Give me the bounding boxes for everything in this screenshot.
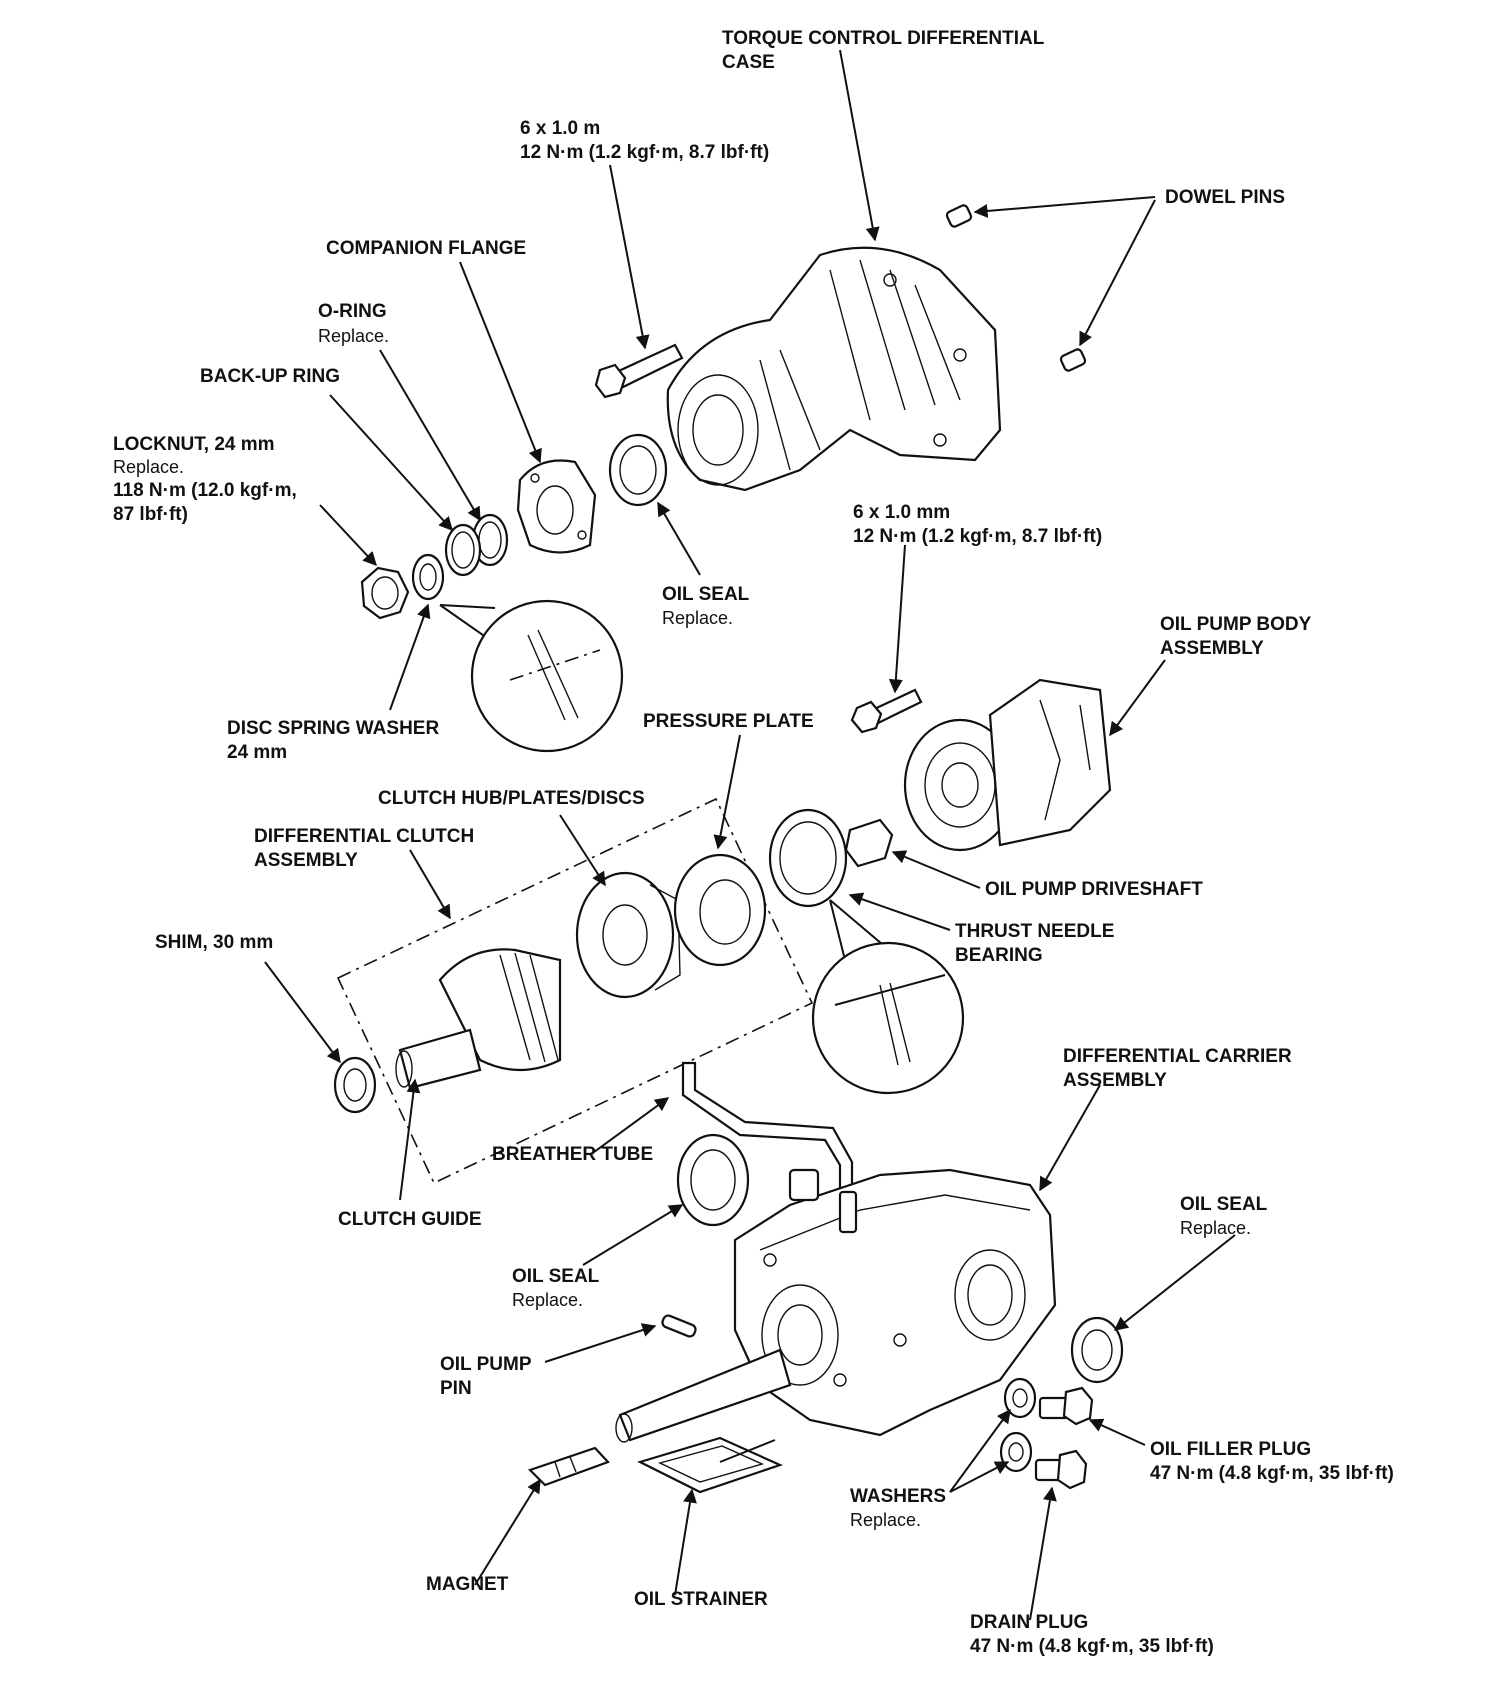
- bolt-6x1-top: [594, 343, 684, 399]
- label-torque-case-2: CASE: [722, 52, 775, 73]
- pressure-plate: [673, 853, 767, 967]
- oil-pump-body-assembly: [903, 678, 1112, 852]
- clutch-hub-plates-discs: [575, 871, 681, 999]
- disc-spring-inset: [439, 599, 624, 753]
- label-backup-ring: BACK-UP RING: [200, 366, 340, 387]
- washers: [999, 1377, 1037, 1473]
- oil-seal-right: [1070, 1316, 1124, 1384]
- label-magnet: MAGNET: [426, 1574, 509, 1595]
- label-oil-filler-torque: 47 N·m (4.8 kgf·m, 35 lbf·ft): [1150, 1463, 1394, 1484]
- label-oil-filler-plug: OIL FILLER PLUG: [1150, 1439, 1311, 1460]
- label-oil-pump-pin-1: OIL PUMP: [440, 1354, 532, 1375]
- label-torque-case-1: TORQUE CONTROL DIFFERENTIAL: [722, 28, 1045, 49]
- clutch-guide: [395, 948, 562, 1090]
- label-diff-carrier-1: DIFFERENTIAL CARRIER: [1063, 1046, 1292, 1067]
- back-up-ring: [444, 523, 482, 577]
- oil-pump-driveshaft: [844, 818, 894, 868]
- label-oil-seal-left: OIL SEAL: [512, 1266, 600, 1287]
- label-oil-seal-top-note: Replace.: [662, 608, 733, 628]
- label-oil-pump-body-2: ASSEMBLY: [1160, 638, 1264, 659]
- label-oil-pump-body-1: OIL PUMP BODY: [1160, 614, 1312, 635]
- leader-lines: [264, 49, 1236, 1621]
- label-breather-tube: BREATHER TUBE: [492, 1144, 653, 1165]
- label-oil-pump-pin-2: PIN: [440, 1378, 472, 1399]
- label-diff-clutch-2: ASSEMBLY: [254, 850, 358, 871]
- oil-filler-plug: [1038, 1386, 1094, 1426]
- label-oil-seal-right-note: Replace.: [1180, 1218, 1251, 1238]
- oil-seal-left: [676, 1133, 750, 1227]
- label-drain-plug-torque: 47 N·m (4.8 kgf·m, 35 lbf·ft): [970, 1636, 1214, 1657]
- label-oil-seal-left-note: Replace.: [512, 1290, 583, 1310]
- label-disc-spring-2: 24 mm: [227, 742, 287, 763]
- bolt-6x1-middle: [850, 688, 923, 734]
- label-o-ring-note: Replace.: [318, 326, 389, 346]
- magnet: [527, 1446, 610, 1487]
- differential-carrier-assembly: [615, 1168, 1057, 1443]
- label-dowel-pins: DOWEL PINS: [1165, 187, 1285, 208]
- label-bolt2-size: 6 x 1.0 mm: [853, 502, 950, 523]
- shim-30mm: [333, 1056, 377, 1114]
- label-o-ring: O-RING: [318, 301, 387, 322]
- thrust-bearing-inset: [811, 899, 965, 1095]
- label-clutch-guide: CLUTCH GUIDE: [338, 1209, 482, 1230]
- oil-strainer: [637, 1436, 784, 1494]
- thrust-needle-bearing: [768, 808, 848, 908]
- label-oil-seal-right: OIL SEAL: [1180, 1194, 1268, 1215]
- label-locknut-note: Replace.: [113, 457, 184, 477]
- label-shim: SHIM, 30 mm: [155, 932, 273, 953]
- label-thrust-1: THRUST NEEDLE: [955, 921, 1114, 942]
- dowel-pins: [945, 204, 1087, 372]
- label-washers: WASHERS: [850, 1486, 946, 1507]
- label-locknut: LOCKNUT, 24 mm: [113, 434, 275, 455]
- label-bolt1-torque: 12 N·m (1.2 kgf·m, 8.7 lbf·ft): [520, 142, 769, 163]
- label-oil-strainer: OIL STRAINER: [634, 1589, 768, 1610]
- oil-seal-top: [608, 433, 668, 507]
- label-oil-seal-top: OIL SEAL: [662, 584, 750, 605]
- label-locknut-torque-2: 87 lbf·ft): [113, 504, 188, 525]
- label-thrust-2: BEARING: [955, 945, 1043, 966]
- label-clutch-hub: CLUTCH HUB/PLATES/DISCS: [378, 788, 645, 809]
- label-locknut-torque-1: 118 N·m (12.0 kgf·m,: [113, 480, 297, 501]
- torque-control-differential-case: [666, 246, 1002, 492]
- label-drain-plug: DRAIN PLUG: [970, 1612, 1088, 1633]
- label-bolt2-torque: 12 N·m (1.2 kgf·m, 8.7 lbf·ft): [853, 526, 1102, 547]
- label-washers-note: Replace.: [850, 1510, 921, 1530]
- label-diff-clutch-1: DIFFERENTIAL CLUTCH: [254, 826, 474, 847]
- label-pressure-plate: PRESSURE PLATE: [643, 711, 814, 732]
- label-bolt1-size: 6 x 1.0 m: [520, 118, 600, 139]
- label-oil-pump-driveshaft: OIL PUMP DRIVESHAFT: [985, 879, 1203, 900]
- label-companion-flange: COMPANION FLANGE: [326, 238, 526, 259]
- drain-plug: [1034, 1449, 1088, 1490]
- locknut: [360, 566, 410, 620]
- companion-flange: [516, 459, 597, 554]
- label-diff-carrier-2: ASSEMBLY: [1063, 1070, 1167, 1091]
- differential-clutch-assembly-box: [336, 797, 814, 1185]
- disc-spring-washer: [411, 553, 445, 601]
- oil-pump-pin: [661, 1314, 697, 1338]
- label-disc-spring-1: DISC SPRING WASHER: [227, 718, 439, 739]
